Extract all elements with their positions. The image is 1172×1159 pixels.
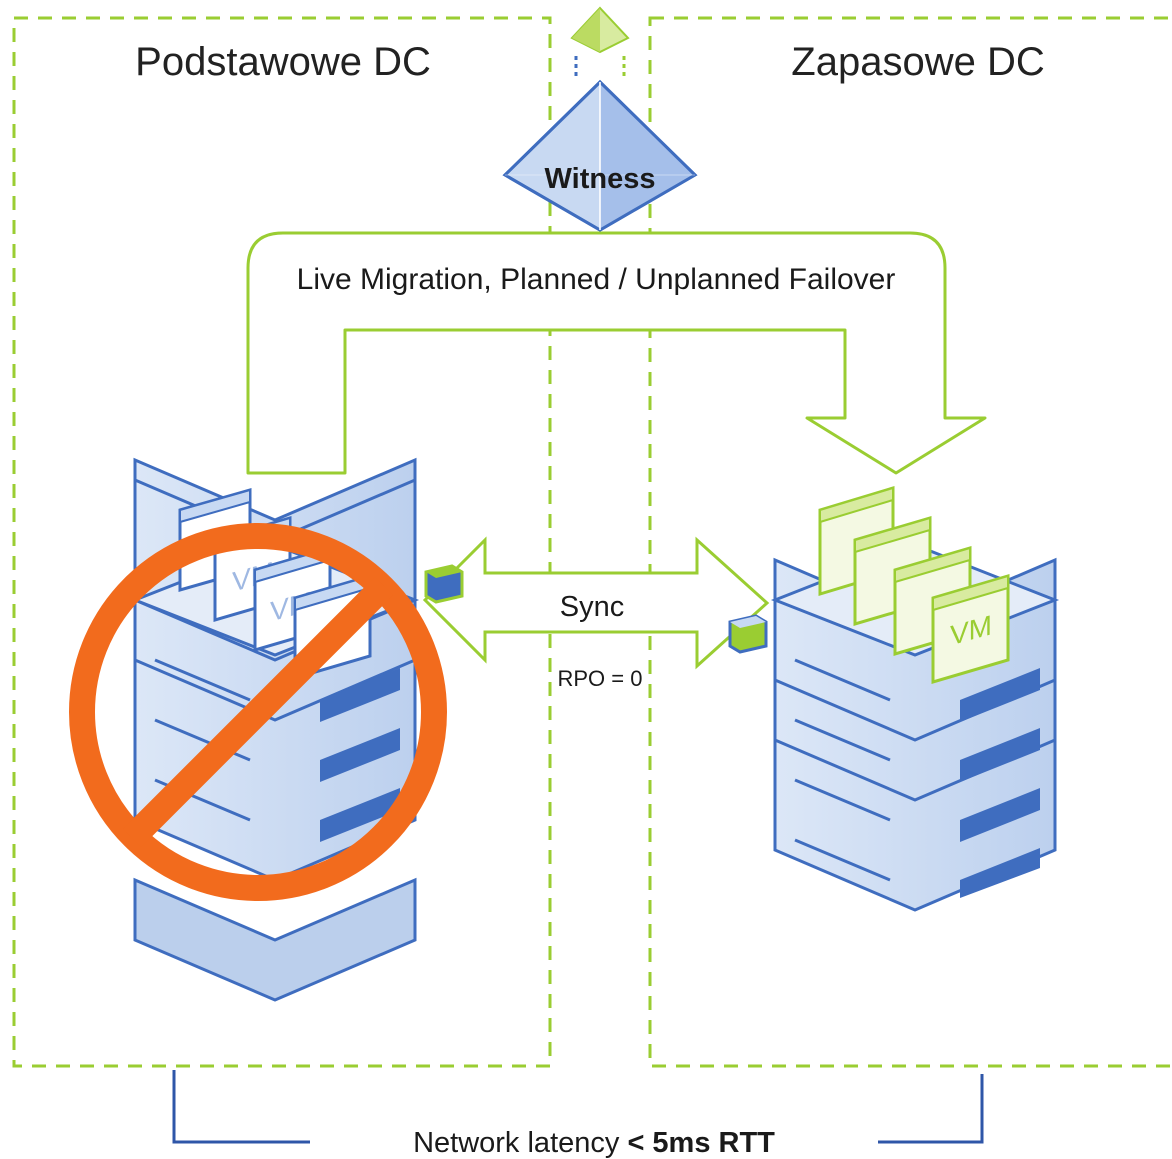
primary-dc-region xyxy=(12,16,552,1068)
primary-dc-title: Podstawowe DC xyxy=(135,40,431,84)
sync-arrow: Sync RPO = 0 xyxy=(422,536,770,691)
latency-prefix: Network latency xyxy=(413,1127,627,1159)
latency-label: Network latency < 5ms RTT xyxy=(413,1127,775,1159)
storage-cube-icon xyxy=(728,614,768,654)
witness-label: Witness xyxy=(545,163,656,195)
secondary-dc-title: Zapasowe DC xyxy=(791,40,1044,84)
secondary-server-rack-icon: VM xyxy=(770,485,1060,912)
server-rack-icon xyxy=(770,543,1060,912)
witness-pyramid-icon: Witness xyxy=(502,6,698,232)
rpo-label: RPO = 0 xyxy=(558,666,643,691)
latency-value: < 5ms RTT xyxy=(627,1127,775,1159)
sync-label: Sync xyxy=(560,591,624,623)
secondary-dc-region xyxy=(648,16,1172,1068)
latency-bracket: Network latency < 5ms RTT xyxy=(172,1070,984,1159)
migration-arrow: Live Migration, Planned / Unplanned Fail… xyxy=(246,231,987,475)
vm-window-icon: VM xyxy=(931,573,1010,685)
migration-label: Live Migration, Planned / Unplanned Fail… xyxy=(297,263,896,296)
prohibited-icon xyxy=(69,523,447,901)
storage-cube-icon xyxy=(424,564,464,604)
